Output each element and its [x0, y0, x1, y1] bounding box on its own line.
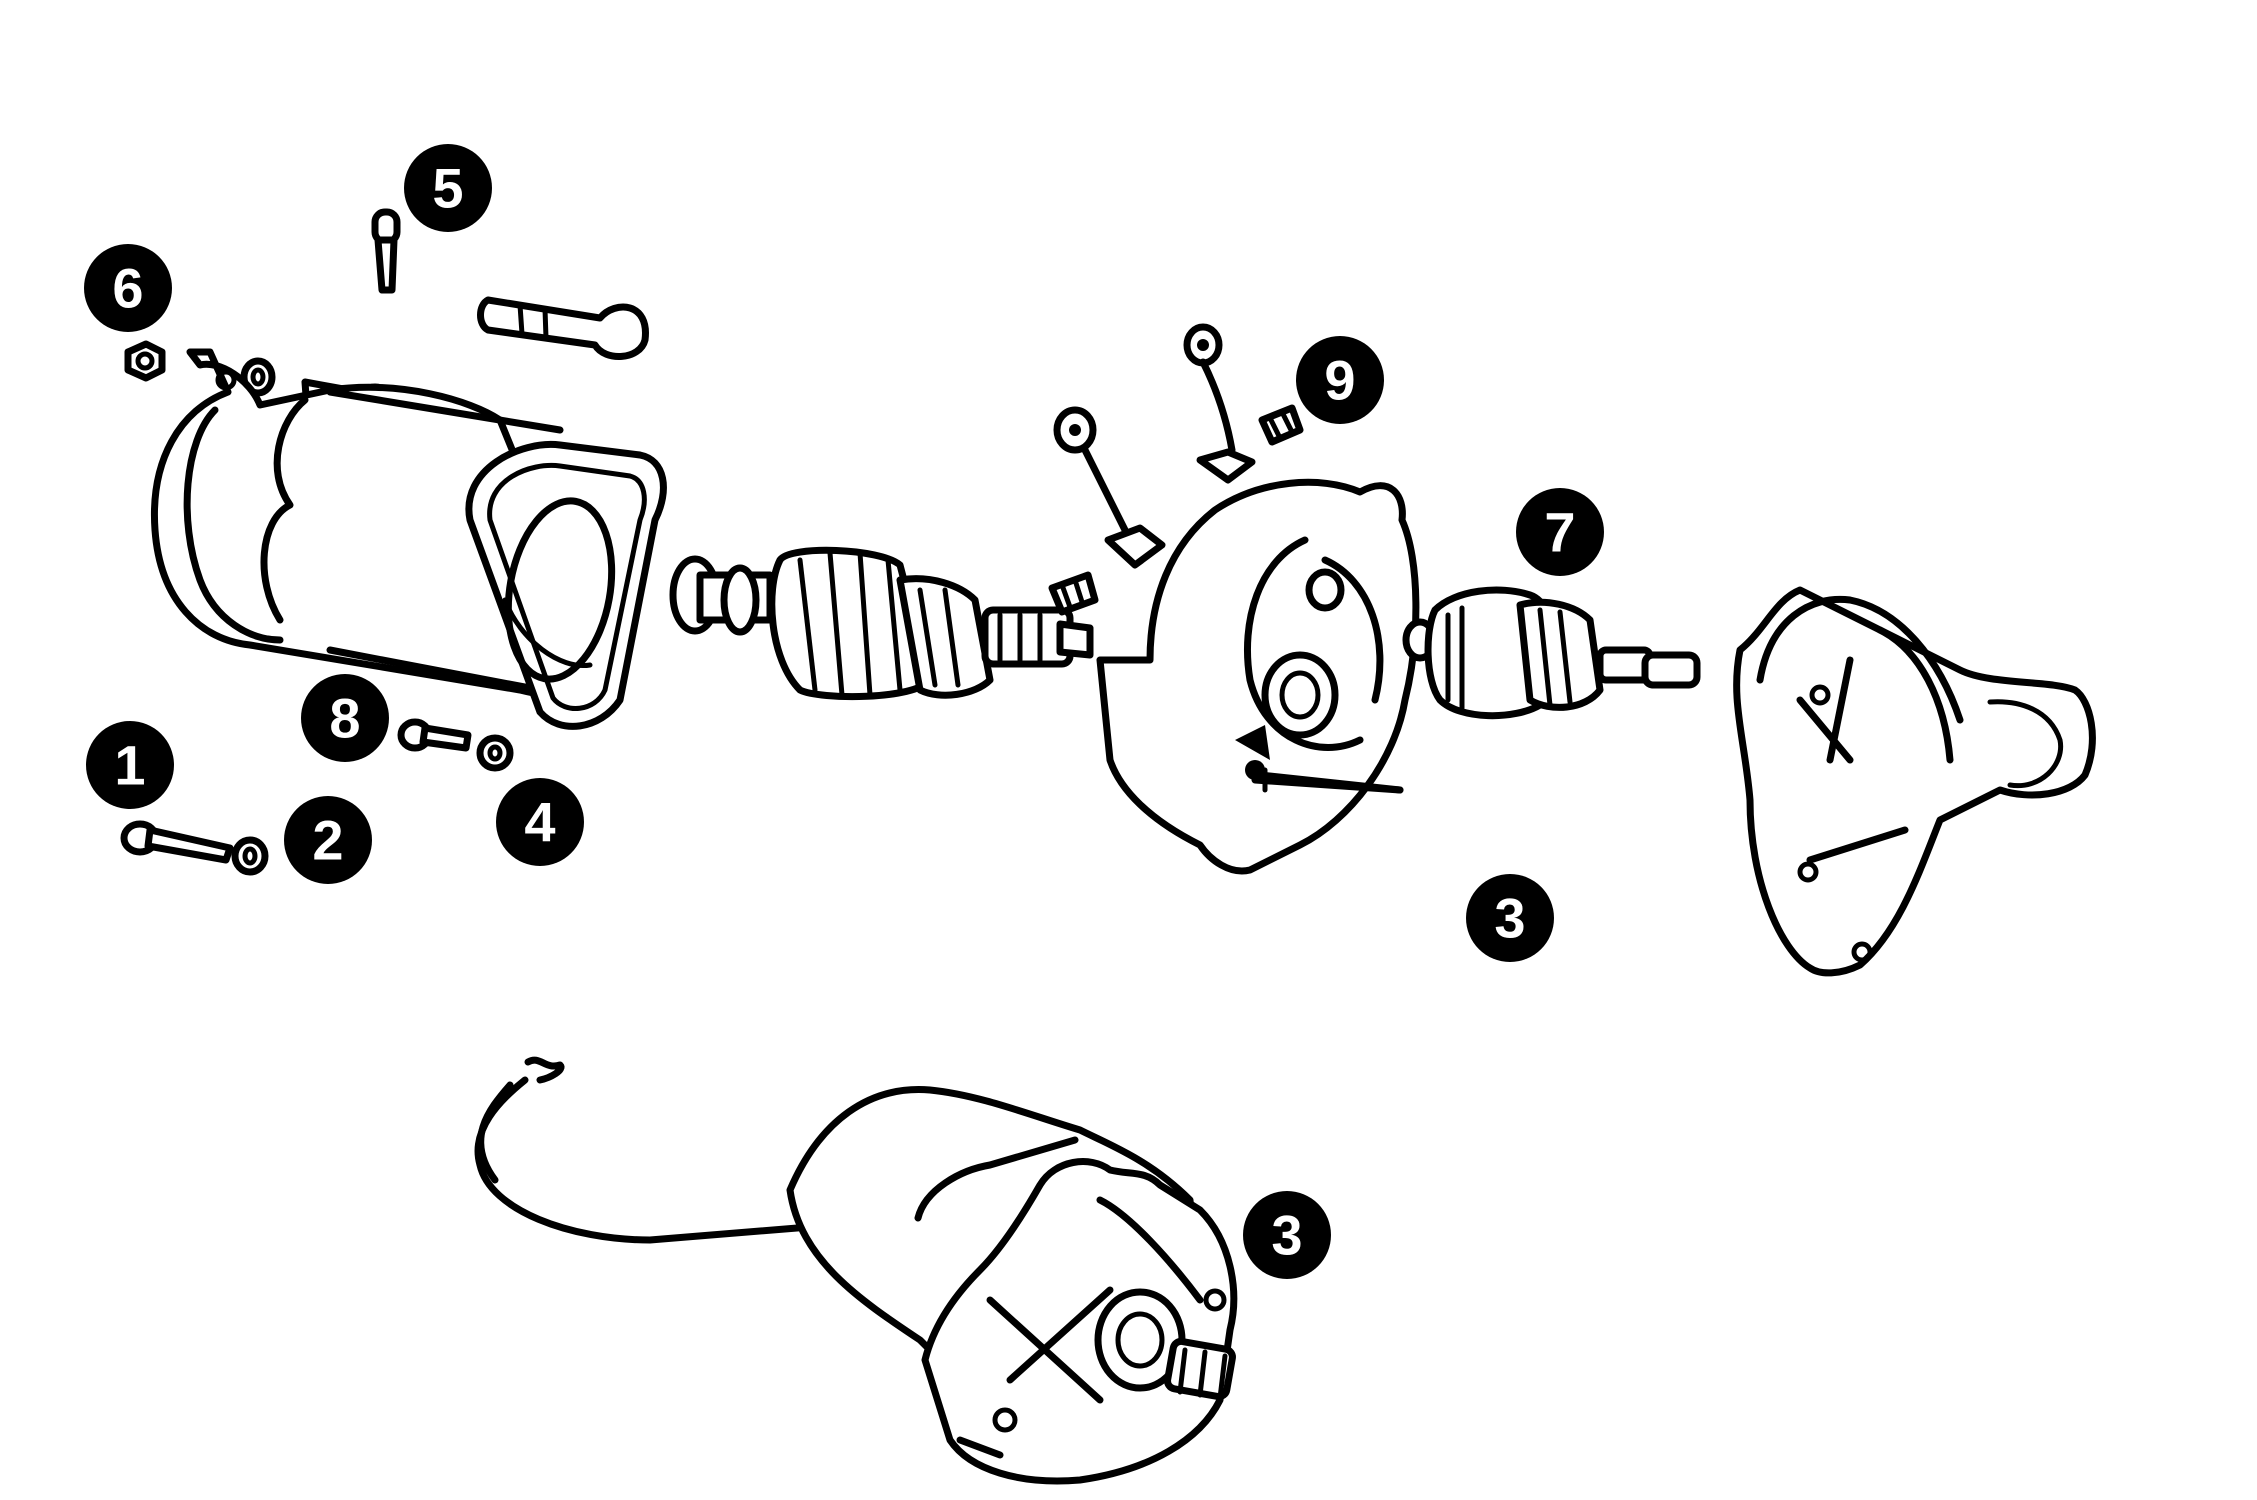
part-screw-8	[397, 718, 472, 752]
svg-text:9: 9	[1324, 349, 1355, 412]
part-spring-9a	[1258, 404, 1304, 446]
callout-4: 4	[496, 778, 584, 866]
part-terminal-bolt-5	[371, 208, 401, 294]
svg-text:1: 1	[114, 734, 145, 797]
svg-text:4: 4	[524, 791, 555, 854]
part-yoke-housing	[150, 348, 614, 701]
svg-text:2: 2	[312, 809, 343, 872]
svg-text:7: 7	[1544, 501, 1575, 564]
part-nose-housing	[1733, 586, 2096, 977]
part-brush-lead-9b	[1053, 406, 1166, 569]
part-brush-lead-9a	[1183, 323, 1256, 484]
part-washer-4	[476, 734, 514, 772]
part-armature	[669, 546, 1094, 701]
callout-3-assembled: 3	[1243, 1191, 1331, 1279]
callout-7: 7	[1516, 488, 1604, 576]
svg-text:5: 5	[432, 157, 463, 220]
callout-1: 1	[86, 721, 174, 809]
part-nut-6	[124, 340, 166, 382]
callout-8: 8	[301, 674, 389, 762]
callout-9: 9	[1296, 336, 1384, 424]
part-spring-9b	[1048, 571, 1099, 616]
part-terminal-stud	[1256, 767, 1404, 794]
part-end-plate-gasket	[465, 440, 667, 730]
part-drive-pinion-7	[1402, 586, 1701, 720]
svg-text:3: 3	[1494, 887, 1525, 950]
callout-6: 6	[84, 244, 172, 332]
callout-5: 5	[404, 144, 492, 232]
part-end-frame	[1096, 478, 1420, 875]
svg-text:6: 6	[112, 257, 143, 320]
part-long-bolt-1	[120, 820, 234, 864]
svg-text:8: 8	[329, 687, 360, 750]
callout-2: 2	[284, 796, 372, 884]
part-terminal-boot-5	[477, 296, 649, 360]
svg-text:3: 3	[1271, 1204, 1302, 1267]
part-washer-2	[231, 836, 269, 876]
part-assembled-starter-3	[474, 1056, 1238, 1485]
callout-3-exploded: 3	[1466, 874, 1554, 962]
